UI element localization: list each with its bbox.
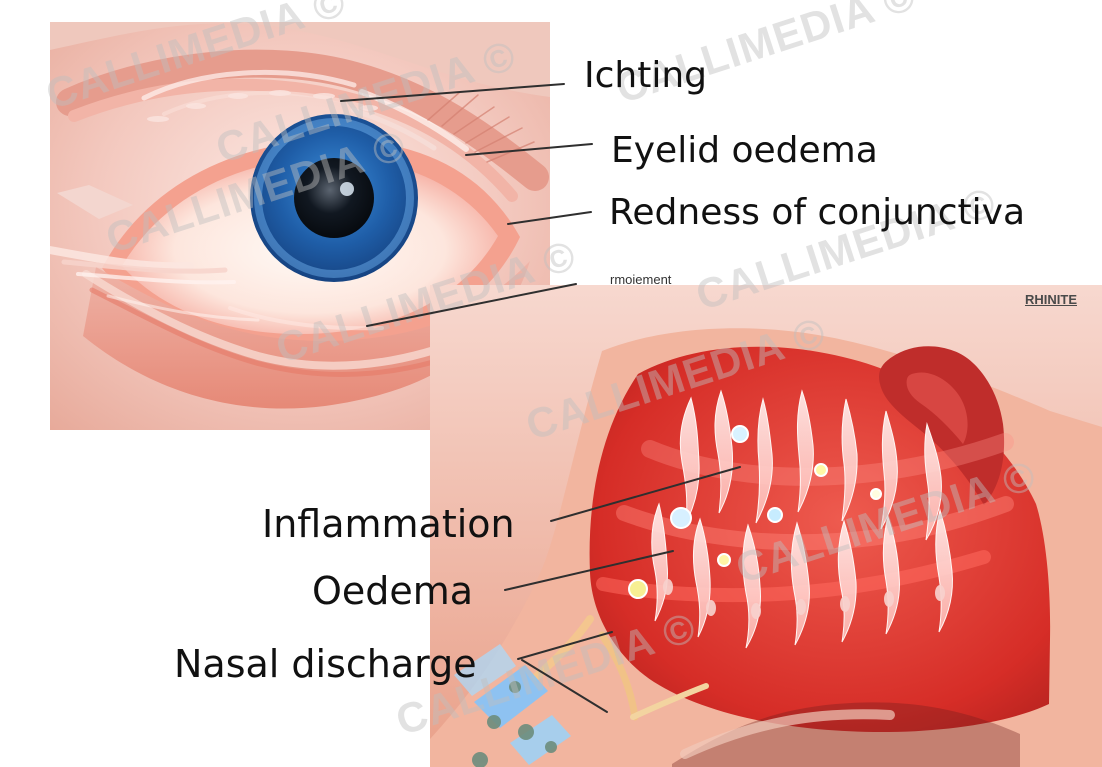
redness-of-conjunctiva-label: Redness of conjunctiva bbox=[609, 195, 1025, 231]
eyelid-oedema-label: Eyelid oedema bbox=[611, 133, 878, 169]
rhinite-tag: RHINITE bbox=[1025, 293, 1077, 306]
inflammation-label: Inflammation bbox=[262, 505, 515, 543]
oedema-label: Oedema bbox=[312, 572, 473, 610]
nasal-discharge-label: Nasal discharge bbox=[174, 645, 477, 683]
rmoiement-label: rmoiement bbox=[610, 273, 671, 286]
itching-label: Ichting bbox=[584, 58, 707, 94]
